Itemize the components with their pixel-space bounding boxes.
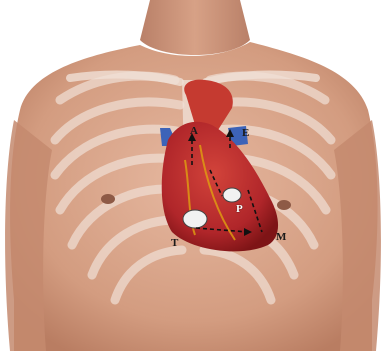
label-e: E <box>242 128 249 139</box>
mitral-valve <box>223 188 241 202</box>
label-p: P <box>236 204 243 215</box>
label-t: T <box>171 238 178 249</box>
label-m: M <box>276 232 286 243</box>
left-nipple <box>101 194 115 204</box>
neck <box>140 0 250 55</box>
label-a: A <box>190 126 198 137</box>
tricuspid-valve <box>183 210 207 228</box>
right-nipple <box>277 200 291 210</box>
